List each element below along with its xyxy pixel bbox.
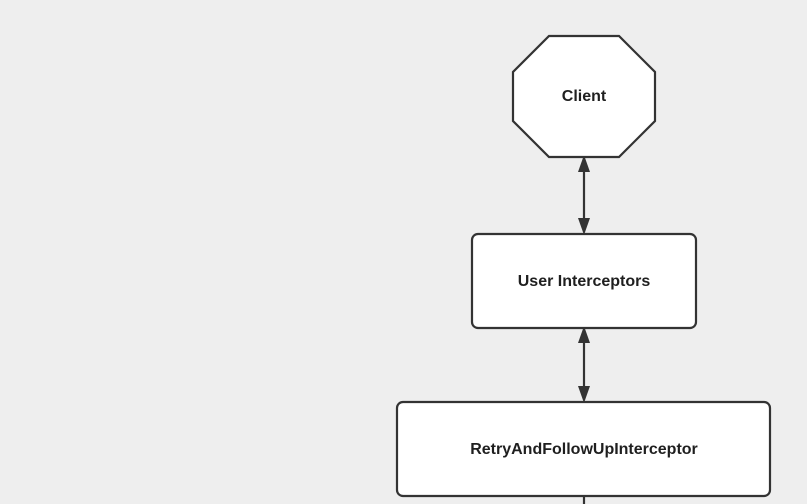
edge-retry-interceptor-to-user-interceptors	[578, 326, 590, 403]
node-user-interceptors[interactable]: User Interceptors	[470, 232, 698, 330]
node-retry-and-follow-up-interceptor[interactable]: RetryAndFollowUpInterceptor	[395, 400, 772, 498]
node-client-label: Client	[562, 88, 607, 105]
edge-user-interceptors-to-client	[578, 155, 590, 235]
node-client[interactable]: Client	[511, 34, 657, 159]
node-user-interceptors-label: User Interceptors	[518, 273, 651, 290]
node-retry-and-follow-up-interceptor-label: RetryAndFollowUpInterceptor	[470, 441, 698, 458]
